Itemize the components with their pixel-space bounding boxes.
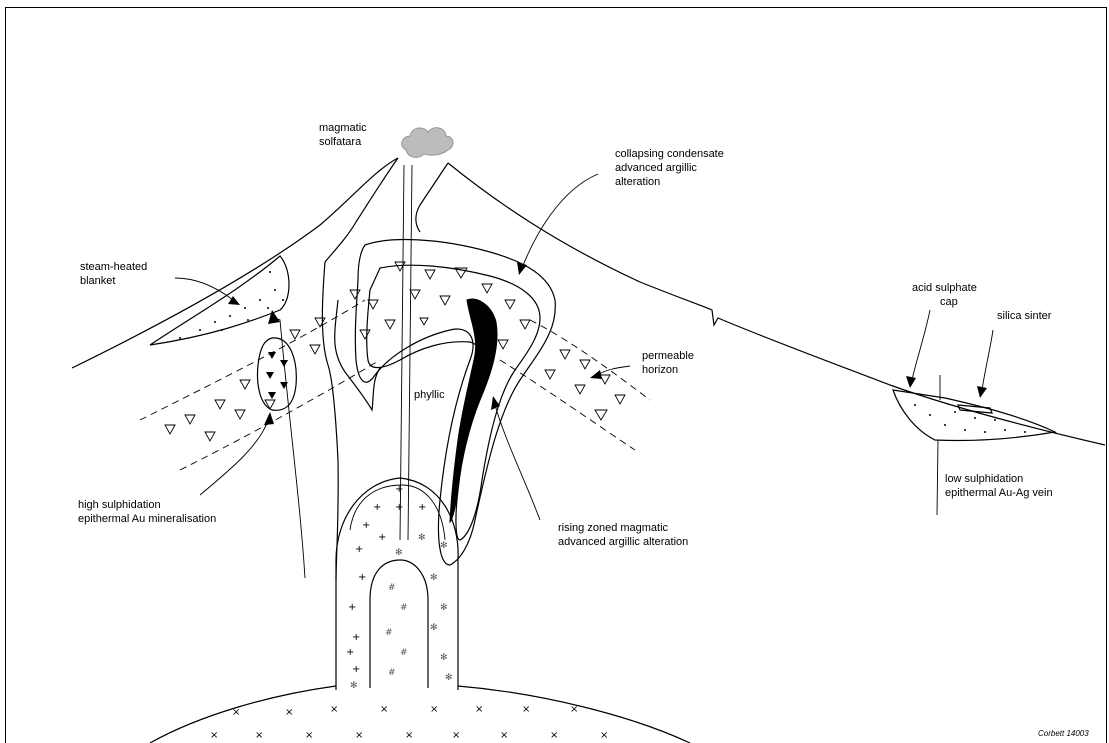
label-collapsing-condensate: collapsing condensate advanced argillic … [615, 148, 724, 188]
label-steam-heated-blanket: steam-heated blanket [80, 261, 147, 287]
volcano-profile-right [448, 163, 1105, 445]
svg-text:×: × [600, 730, 608, 741]
svg-text:+: + [373, 502, 381, 513]
svg-text:✻: ✻ [418, 533, 426, 543]
svg-text:✻: ✻ [430, 623, 438, 633]
svg-text:+: + [395, 484, 403, 495]
svg-text:horizon: horizon [642, 364, 678, 376]
alteration-outer-envelope [355, 240, 555, 565]
crater-wall-left [322, 158, 398, 580]
crater-wall-right [416, 163, 448, 232]
svg-text:×: × [570, 704, 578, 715]
svg-text:✻: ✻ [350, 681, 358, 691]
fluid-arrow [275, 318, 305, 578]
ore-triangles [266, 352, 288, 399]
svg-text:+: + [348, 602, 356, 613]
svg-text:alteration: alteration [615, 176, 660, 188]
svg-text:×: × [285, 707, 293, 718]
label-silica-sinter: silica sinter [997, 310, 1052, 322]
svg-text:×: × [475, 704, 483, 715]
batholith-dome [150, 686, 690, 743]
svg-text:cap: cap [940, 296, 958, 308]
blanket-dots [179, 271, 284, 339]
svg-text:low sulphidation: low sulphidation [945, 473, 1023, 485]
svg-text:×: × [430, 704, 438, 715]
svg-text:acid sulphate: acid sulphate [912, 282, 977, 294]
label-rising-zoned: rising zoned magmatic advanced argillic … [558, 522, 688, 548]
massive-sulphide-feeder [450, 299, 497, 522]
label-high-sulphidation: high sulphidation epithermal Au minerali… [78, 499, 216, 525]
label-acid-sulphate-cap: acid sulphate cap [912, 282, 977, 308]
breccia-triangles-horizon [165, 318, 625, 441]
svg-text:×: × [355, 730, 363, 741]
leader-arrows [175, 174, 993, 520]
svg-text:advanced argillic alteration: advanced argillic alteration [558, 536, 688, 548]
svg-text:permeable: permeable [642, 350, 694, 362]
svg-text:solfatara: solfatara [319, 136, 362, 148]
svg-text:✻: ✻ [395, 548, 403, 558]
svg-text:×: × [522, 704, 530, 715]
central-conduit-right [408, 165, 412, 540]
intrusion-core [370, 560, 428, 688]
svg-text:high sulphidation: high sulphidation [78, 499, 161, 511]
alteration-left-wing [335, 300, 380, 410]
svg-text:#: # [400, 603, 408, 613]
svg-text:epithermal Au-Ag vein: epithermal Au-Ag vein [945, 487, 1053, 499]
svg-text:×: × [550, 730, 558, 741]
batholith-symbols: × × × × × × × × × × × × × × × × × [210, 704, 608, 741]
high-sulphidation-orebody [258, 338, 297, 410]
svg-text:✻: ✻ [430, 573, 438, 583]
svg-text:✻: ✻ [440, 541, 448, 551]
svg-text:#: # [385, 628, 393, 638]
svg-text:✻: ✻ [440, 603, 448, 613]
svg-text:rising zoned magmatic: rising zoned magmatic [558, 522, 669, 534]
intrusion-symbols: ++ ++ ++ ++ ++ ++ ✻✻ ✻✻ ✻✻ ✻✻ ## ## #✻ [346, 484, 453, 691]
svg-text:collapsing condensate: collapsing condensate [615, 148, 724, 160]
steam-heated-blanket [150, 256, 289, 345]
svg-text:×: × [305, 730, 313, 741]
svg-text:×: × [232, 707, 240, 718]
svg-text:×: × [330, 704, 338, 715]
svg-text:✻: ✻ [445, 673, 453, 683]
svg-text:+: + [395, 502, 403, 513]
label-magmatic-solfatara: magmatic solfatara [319, 122, 367, 148]
svg-text:#: # [388, 668, 396, 678]
svg-text:×: × [210, 730, 218, 741]
svg-text:+: + [418, 502, 426, 513]
svg-text:×: × [452, 730, 460, 741]
label-phyllic: phyllic [414, 389, 445, 401]
svg-text:blanket: blanket [80, 275, 115, 287]
svg-text:×: × [255, 730, 263, 741]
svg-text:×: × [380, 704, 388, 715]
svg-text:+: + [362, 520, 370, 531]
svg-text:×: × [500, 730, 508, 741]
label-low-sulphidation: low sulphidation epithermal Au-Ag vein [945, 473, 1053, 499]
solfatara-plume [402, 128, 453, 158]
svg-text:+: + [358, 572, 366, 583]
svg-text:magmatic: magmatic [319, 122, 367, 134]
svg-text:epithermal Au mineralisation: epithermal Au mineralisation [78, 513, 216, 525]
svg-text:+: + [355, 544, 363, 555]
svg-text:#: # [400, 648, 408, 658]
permeable-horizon-left-top [140, 300, 365, 420]
label-permeable-horizon: permeable horizon [642, 350, 694, 376]
svg-text:+: + [352, 664, 360, 675]
svg-text:×: × [405, 730, 413, 741]
acid-sulphate-cap-body [893, 390, 1055, 441]
svg-text:advanced argillic: advanced argillic [615, 162, 697, 174]
svg-text:+: + [378, 532, 386, 543]
permeable-horizon-left-bottom [180, 360, 380, 470]
svg-text:+: + [352, 632, 360, 643]
svg-text:steam-heated: steam-heated [80, 261, 147, 273]
svg-text:✻: ✻ [440, 653, 448, 663]
svg-text:+: + [346, 647, 354, 658]
credit-text: Corbett 14003 [1038, 729, 1089, 738]
cap-dots [914, 404, 1026, 433]
svg-text:#: # [388, 583, 396, 593]
low-sulphidation-vein [937, 375, 940, 515]
